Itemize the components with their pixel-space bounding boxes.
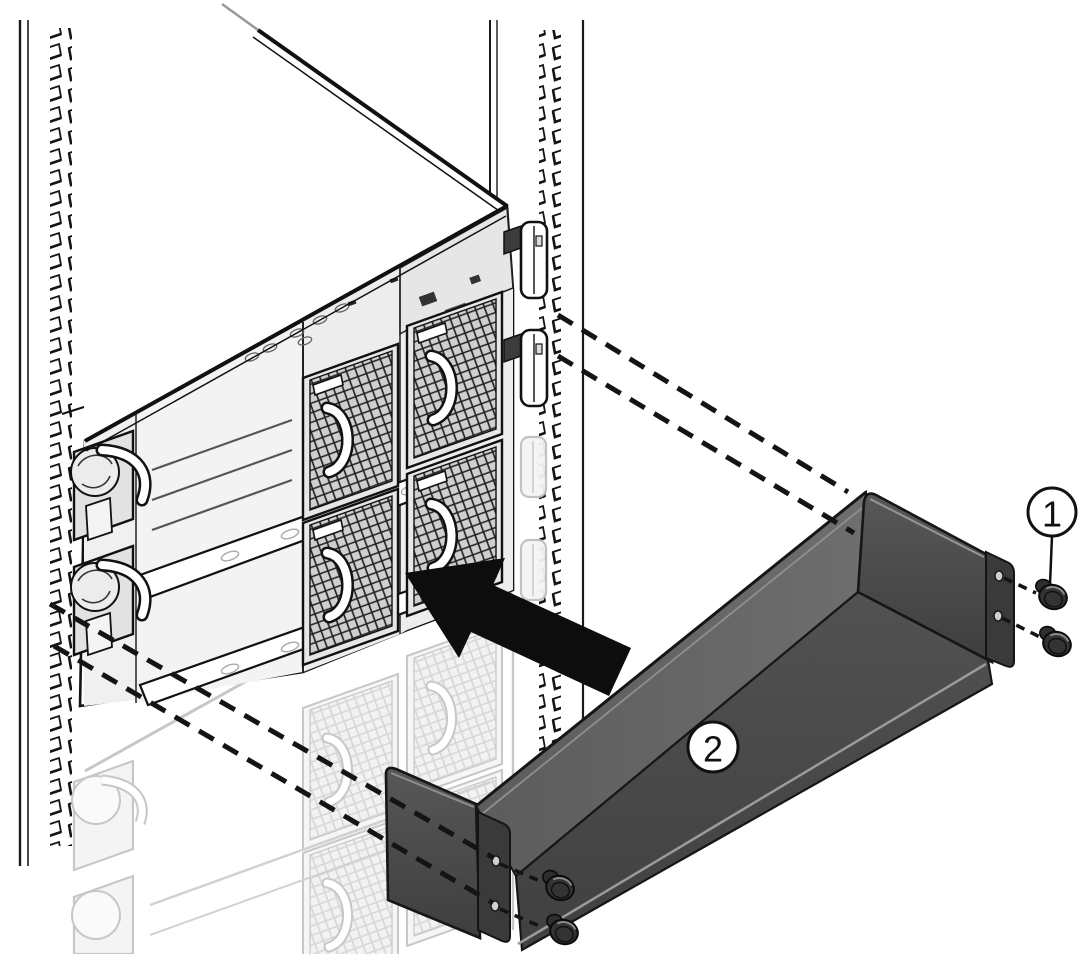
callout-2: 2 bbox=[686, 720, 740, 774]
screw-hole bbox=[994, 570, 1004, 582]
alignment-dashed-lines bbox=[48, 312, 856, 906]
duct-left-plate bbox=[384, 766, 482, 940]
riser-slots bbox=[151, 418, 293, 532]
power-supply-2 bbox=[70, 544, 152, 657]
bottom-rim-highlight bbox=[517, 662, 987, 946]
ghost-hinge-upper bbox=[519, 435, 548, 499]
vent-holes bbox=[244, 303, 350, 362]
connector bbox=[469, 274, 482, 285]
duct-right-flange bbox=[985, 550, 1015, 668]
rack-rail-left bbox=[18, 20, 72, 866]
callout-1-label: 1 bbox=[1042, 494, 1062, 535]
connector bbox=[418, 291, 438, 307]
screw-hole bbox=[491, 855, 501, 867]
psu-handle bbox=[98, 446, 150, 504]
psu-fan-swirl bbox=[77, 569, 113, 604]
rail-hole-strip-right bbox=[539, 30, 561, 792]
duct-right-wall bbox=[856, 492, 994, 665]
callout-1: 1 bbox=[1026, 486, 1078, 585]
chassis-top-face bbox=[82, 2, 509, 441]
ghost-chassis bbox=[71, 435, 548, 954]
callout-2-label: 2 bbox=[703, 729, 723, 770]
screw-hole bbox=[490, 900, 500, 912]
duct-left-flange bbox=[477, 810, 511, 943]
screw-icon bbox=[1033, 623, 1076, 661]
screw-hole bbox=[993, 610, 1003, 622]
power-inlet bbox=[85, 496, 113, 542]
insertion-arrow bbox=[405, 558, 631, 696]
power-supply-1 bbox=[70, 429, 152, 542]
chassis-rear bbox=[61, 203, 549, 708]
ghost-hinge-lower bbox=[519, 538, 548, 602]
psu-handle bbox=[98, 561, 150, 619]
psu-fan-swirl bbox=[77, 454, 113, 489]
airflow-duct-bracket bbox=[384, 489, 1015, 952]
rail-hole-strip-left bbox=[50, 28, 72, 846]
screw-dashed-lines bbox=[499, 576, 1041, 930]
